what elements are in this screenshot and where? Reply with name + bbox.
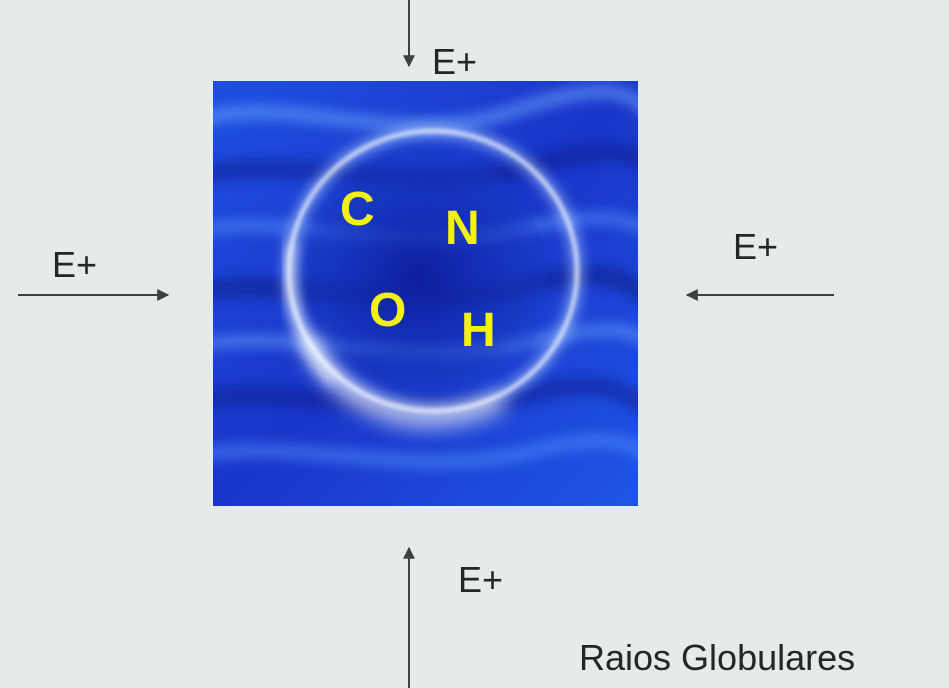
element-hydrogen: H: [461, 304, 496, 357]
globular-ray-image: C N O H: [213, 81, 638, 506]
element-carbon: C: [340, 183, 375, 236]
energy-label-left: E+: [52, 244, 98, 285]
caption-raios-globulares: Raios Globulares: [579, 637, 856, 678]
element-nitrogen: N: [445, 202, 480, 255]
energy-label-bottom: E+: [458, 559, 504, 600]
blue-wave-background: [213, 81, 638, 506]
energy-label-top: E+: [432, 41, 478, 82]
element-oxygen: O: [369, 284, 407, 337]
energy-label-right: E+: [733, 226, 779, 267]
